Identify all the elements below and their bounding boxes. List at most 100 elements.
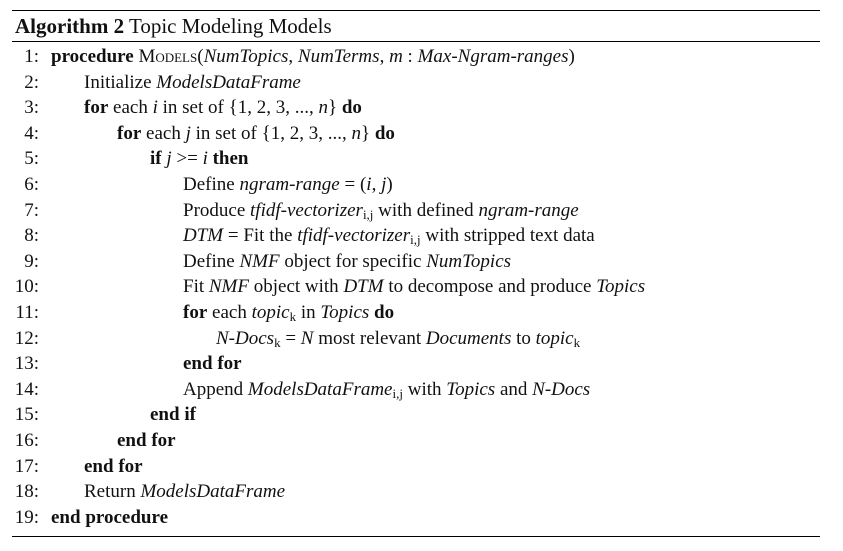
keyword: for [117,122,142,144]
code-text: = Fit the [223,225,298,247]
math-text: ngram-range [478,199,579,221]
algorithm-line: 12: N-Docsk = N most relevant Documents t… [12,326,820,352]
code-text: most relevant [313,327,426,349]
code-text: Fit [183,276,209,298]
code-text: with defined [373,199,479,221]
code-text: each [108,97,153,119]
code-text: , [379,46,390,67]
code-text: = [280,327,301,349]
subscript: k [274,334,281,350]
math-text: ModelsDataFrame [156,71,301,93]
line-number: 3: [24,97,39,119]
line-code: Define NMF object for specific NumTopics [183,249,511,275]
code-text: Return [84,481,141,503]
line-number: 5: [24,148,39,170]
line-number: 18: [14,481,39,503]
code-text: } [327,97,342,119]
math-text: i [152,97,158,119]
math-text: i [366,173,372,195]
line-number: 9: [24,250,39,272]
line-number: 12: [14,327,39,349]
algorithm-line: 9: Define NMF object for specific NumTopi… [12,249,820,275]
algorithm-line: 17:end for [12,454,820,480]
math-text: topic [535,327,574,349]
keyword: do [374,301,395,323]
code-text: each [207,301,252,323]
line-number: 19: [14,506,39,528]
algorithm-label: Algorithm 2 [15,14,125,38]
math-text: j [381,173,387,195]
line-code: Initialize ModelsDataFrame [84,70,301,96]
algorithm-line: 4:for each j in set of {1, 2, 3, ..., n}… [12,121,820,147]
code-text: >= [171,148,203,170]
keyword: procedure [51,46,134,67]
code-text: = ( [339,173,367,195]
keyword: then [212,148,249,170]
code-text: each [141,122,186,144]
subscript: i,j [392,385,403,401]
math-text: j [166,148,172,170]
math-text: Max-Ngram-ranges [417,46,569,67]
line-number: 2: [24,71,39,93]
algorithm-caption: Algorithm 2 Topic Modeling Models [12,11,820,41]
keyword: end procedure [51,506,168,528]
line-number: 6: [24,173,39,195]
math-text: N [300,327,314,349]
subscript: i,j [362,206,374,222]
line-number: 11: [15,301,39,323]
bottom-rule [12,536,820,538]
line-number: 10: [14,276,39,298]
algorithm-line: 10: Fit NMF object with DTM to decompose … [12,274,820,300]
code-text: Append [183,378,248,400]
math-text: N-Docs [532,378,591,400]
line-code: end for [117,428,176,454]
line-number: 13: [14,353,39,375]
code-text: to [511,327,536,349]
keyword: do [374,122,395,144]
top-rule [12,10,820,11]
line-number: 14: [14,378,39,400]
line-code: Fit NMF object with DTM to decompose and… [183,274,645,300]
line-code: end for [183,351,242,377]
algorithm-line: 3:for each i in set of {1, 2, 3, ..., n}… [12,95,820,121]
procedure-name: Models [138,46,198,67]
code-text: : [402,46,418,67]
code-text: with stripped text data [420,225,595,247]
algorithm-line: 15:end if [12,402,820,428]
algorithm-line: 1: procedure Models(NumTopics, NumTerms, … [12,44,820,70]
algorithm-line: 11: for each topick in Topics do [12,300,820,326]
code-text: in [296,301,321,323]
keyword: end for [117,429,176,451]
keyword: for [84,97,109,119]
algorithm-line: 6:Define ngram-range = (i, j) [12,172,820,198]
math-text: Topics [320,301,370,323]
math-text: tfidf-vectorizer [250,199,363,221]
caption-rule [12,41,820,42]
math-text: ngram-range [239,173,340,195]
math-text: NumTopics [426,250,512,272]
line-number: 4: [24,122,39,144]
math-text: N-Docs [216,327,275,349]
line-number: 16: [14,429,39,451]
math-text: ModelsDataFrame [140,481,286,503]
line-code: DTM = Fit the tfidf-vectorizeri,j with s… [183,223,595,249]
math-text: NMF [239,250,280,272]
math-text: Topics [446,378,496,400]
line-number: 1: [24,46,39,67]
code-text: Produce [183,199,251,221]
algorithm-line: 16: end for [12,428,820,454]
line-code: for each topick in Topics do [183,300,394,326]
algorithm-title: Topic Modeling Models [128,14,332,38]
code-text: in set of {1, 2, 3, ..., [157,97,319,119]
algorithm-line: 7:Produce tfidf-vectorizeri,j with defin… [12,198,820,224]
keyword: end for [183,353,242,375]
algorithm-line: 19: end procedure [12,505,820,531]
math-text: n [351,122,361,144]
subscript: k [289,308,297,324]
algorithm-block: Algorithm 2 Topic Modeling Models 1: proc… [12,10,820,538]
line-code: procedure Models(NumTopics, NumTerms, m … [51,44,575,70]
line-code: N-Docsk = N most relevant Documents to t… [216,326,580,352]
math-text: tfidf-vectorizer [297,225,411,247]
math-text: NMF [208,276,249,298]
code-text: object for specific [279,250,427,272]
